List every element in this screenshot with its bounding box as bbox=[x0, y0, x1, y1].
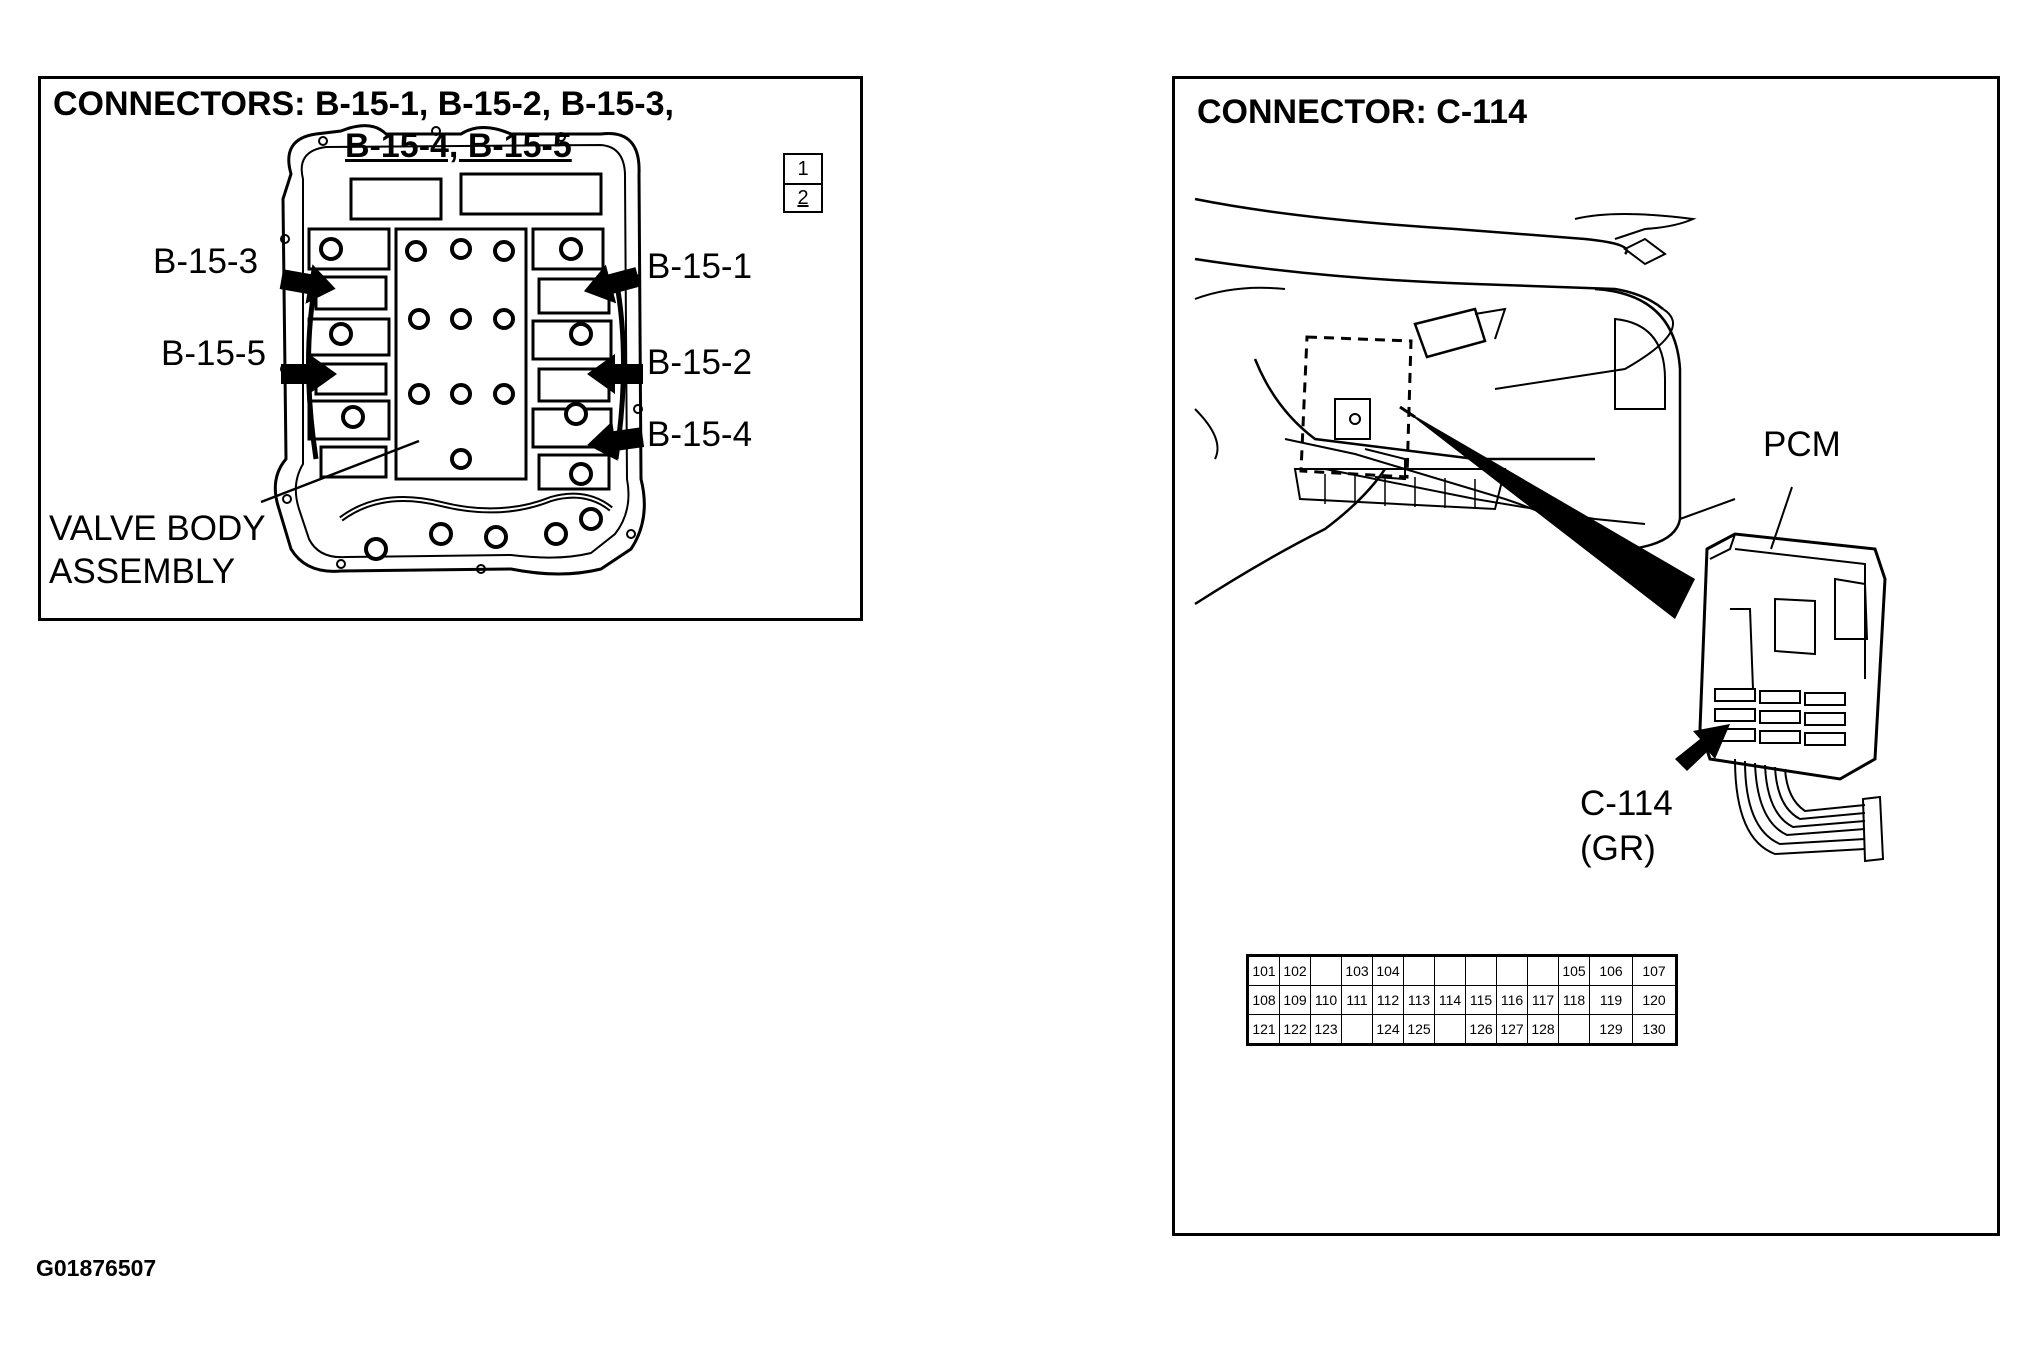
panel-title-line1: CONNECTORS: B-15-1, B-15-2, B-15-3, bbox=[53, 85, 674, 123]
valve-body-drawing bbox=[260, 124, 646, 576]
pin-cell bbox=[1496, 955, 1528, 986]
pin-cell bbox=[1341, 1014, 1373, 1045]
pin-cell: 115 bbox=[1465, 985, 1497, 1015]
pin-cell bbox=[1558, 1014, 1590, 1045]
pin-cell: 111 bbox=[1341, 985, 1373, 1015]
pin-cell: 126 bbox=[1465, 1014, 1497, 1045]
pin-cell bbox=[1403, 955, 1435, 986]
pin-cell: 128 bbox=[1527, 1014, 1559, 1045]
pin-cell: 108 bbox=[1247, 985, 1280, 1015]
label-valve-body: VALVE BODY bbox=[49, 509, 266, 548]
pin-cell bbox=[1527, 955, 1559, 986]
pin-cell: 113 bbox=[1403, 985, 1435, 1015]
connector-c114-panel: CONNECTOR: C-114 bbox=[1172, 76, 2000, 1236]
pin-cell: 110 bbox=[1310, 985, 1342, 1015]
label-b15-2: B-15-2 bbox=[647, 343, 753, 382]
pin-cell: 121 bbox=[1247, 1014, 1280, 1045]
view-index-bottom: 2 bbox=[797, 187, 809, 209]
pin-cell: 119 bbox=[1589, 985, 1633, 1015]
pin-cell: 117 bbox=[1527, 985, 1559, 1015]
pin-cell bbox=[1434, 1014, 1466, 1045]
label-b15-3: B-15-3 bbox=[153, 242, 259, 281]
view-index-icon: 1 2 bbox=[783, 153, 823, 213]
pin-cell: 106 bbox=[1589, 955, 1633, 986]
pin-cell: 129 bbox=[1589, 1014, 1633, 1045]
label-pcm: PCM bbox=[1763, 425, 1841, 464]
pin-cell: 120 bbox=[1632, 985, 1677, 1015]
pin-cell: 112 bbox=[1372, 985, 1404, 1015]
figure-code: G01876507 bbox=[36, 1255, 157, 1281]
label-assembly: ASSEMBLY bbox=[49, 552, 236, 591]
panel-title: CONNECTOR: C-114 bbox=[1197, 93, 1527, 131]
connectors-b15-panel: CONNECTORS: B-15-1, B-15-2, B-15-3, B-15… bbox=[38, 76, 863, 621]
pin-cell: 122 bbox=[1279, 1014, 1311, 1045]
pin-cell: 103 bbox=[1341, 955, 1373, 986]
pin-cell: 105 bbox=[1558, 955, 1590, 986]
pin-cell: 101 bbox=[1247, 955, 1280, 986]
label-b15-1: B-15-1 bbox=[647, 247, 753, 286]
pin-cell: 127 bbox=[1496, 1014, 1528, 1045]
pin-cell: 130 bbox=[1632, 1014, 1677, 1045]
label-c114: C-114 bbox=[1580, 784, 1673, 823]
pcm-location-drawing bbox=[1194, 197, 1887, 863]
pin-cell: 118 bbox=[1558, 985, 1590, 1015]
pin-cell bbox=[1465, 955, 1497, 986]
pin-cell bbox=[1434, 955, 1466, 986]
pin-cell: 114 bbox=[1434, 985, 1466, 1015]
pin-cell: 109 bbox=[1279, 985, 1311, 1015]
pin-cell: 124 bbox=[1372, 1014, 1404, 1045]
label-b15-5: B-15-5 bbox=[161, 334, 267, 373]
pin-cell: 125 bbox=[1403, 1014, 1435, 1045]
pin-cell: 102 bbox=[1279, 955, 1311, 986]
pin-cell: 123 bbox=[1310, 1014, 1342, 1045]
pin-cell: 104 bbox=[1372, 955, 1404, 986]
pin-cell bbox=[1310, 955, 1342, 986]
pin-cell: 107 bbox=[1632, 955, 1677, 986]
pin-cell: 116 bbox=[1496, 985, 1528, 1015]
view-index-top: 1 bbox=[785, 155, 821, 185]
label-color-gr: (GR) bbox=[1580, 829, 1656, 868]
label-b15-4: B-15-4 bbox=[647, 415, 753, 454]
